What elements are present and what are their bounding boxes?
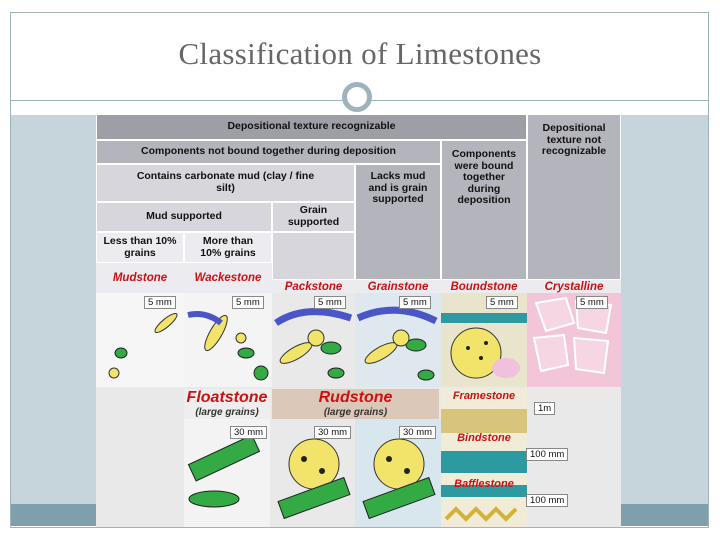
header-lacks-mud: Lacks mud and is grain supported [355,164,441,280]
label-wackestone: Wackestone [184,263,272,293]
limestone-classification-chart: Depositional texture recognizable Deposi… [96,114,621,527]
label-rudstone: Rudstone (large grains) [272,389,439,419]
scale-5mm-6: 5 mm [576,296,608,309]
scale-5mm-3: 5 mm [314,296,346,309]
header-more-than: More than 10% grains [184,232,272,263]
label-floatstone: Floatstone (large grains) [184,389,270,419]
label-bafflestone: Bafflestone [454,478,514,490]
slide-frame [10,12,709,528]
header-less-than: Less than 10% grains [96,232,184,263]
label-packstone: Packstone [272,280,355,293]
label-bindstone: Bindstone [457,432,511,444]
scale-5mm-5: 5 mm [486,296,518,309]
scale-30mm-2: 30 mm [314,426,352,439]
header-grain-supported-fill [272,232,355,280]
scale-5mm-4: 5 mm [399,296,431,309]
header-contains-mud: Contains carbonate mud (clay / fine silt… [96,164,355,202]
boundstone-subtype-illustrations [441,389,527,527]
label-framestone: Framestone [452,390,516,402]
header-mud-supported: Mud supported [96,202,272,232]
scale-100mm-1: 100 mm [526,448,569,461]
header-not-recognizable: Depositional texture not recognizable [527,114,621,280]
label-grainstone: Grainstone [355,280,441,293]
scale-30mm-1: 30 mm [230,426,268,439]
header-grain-supported: Grain supported [272,202,355,232]
label-mudstone: Mudstone [96,263,184,293]
header-recognizable: Depositional texture recognizable [96,114,527,140]
header-bound: Components were bound together during de… [441,140,527,280]
title-ornament-circle [342,82,372,112]
header-not-bound: Components not bound together during dep… [96,140,441,164]
slide-title: Classification of Limestones [178,36,542,71]
scale-5mm-1: 5 mm [144,296,176,309]
scale-30mm-3: 30 mm [399,426,437,439]
label-boundstone: Boundstone [441,280,527,293]
blank-lower-left [96,387,182,527]
label-crystalline: Crystalline [527,280,621,293]
scale-100mm-2: 100 mm [526,494,569,507]
scale-1m: 1m [534,402,556,415]
scale-5mm-2: 5 mm [232,296,264,309]
